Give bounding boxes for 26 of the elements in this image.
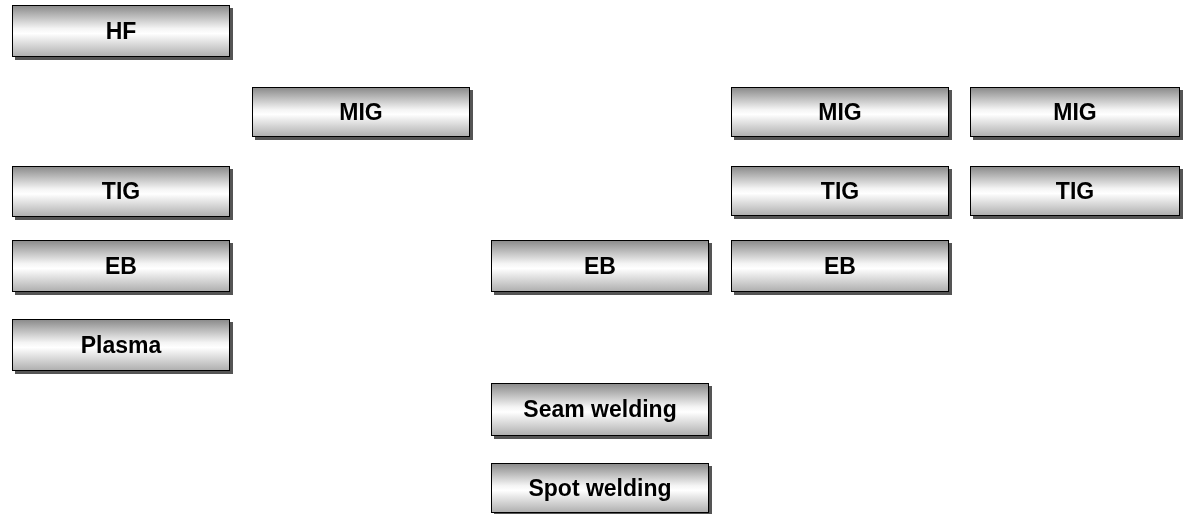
process-box	[970, 87, 1180, 137]
process-box	[491, 463, 709, 513]
process-box	[491, 240, 709, 292]
process-box	[12, 240, 230, 292]
process-box	[491, 383, 709, 436]
box-label: TIG	[1055, 177, 1095, 205]
box-label: HF	[105, 17, 137, 45]
box-label: TIG	[820, 177, 860, 205]
process-box	[12, 5, 230, 57]
process-box	[731, 240, 949, 292]
process-box	[731, 166, 949, 216]
process-box	[252, 87, 470, 137]
box-label: MIG	[818, 98, 862, 126]
box-label: Seam welding	[523, 396, 677, 423]
box-label: TIG	[101, 178, 141, 205]
process-box	[970, 166, 1180, 216]
box-label: MIG	[1053, 98, 1097, 126]
process-box	[12, 319, 230, 371]
box-label: EB	[584, 252, 616, 280]
process-box	[731, 87, 949, 137]
box-label: EB	[105, 252, 137, 280]
box-label: EB	[824, 252, 856, 280]
process-box	[12, 166, 230, 217]
box-label: MIG	[339, 98, 383, 126]
box-label: Spot welding	[528, 474, 672, 502]
box-label: Plasma	[80, 331, 162, 359]
